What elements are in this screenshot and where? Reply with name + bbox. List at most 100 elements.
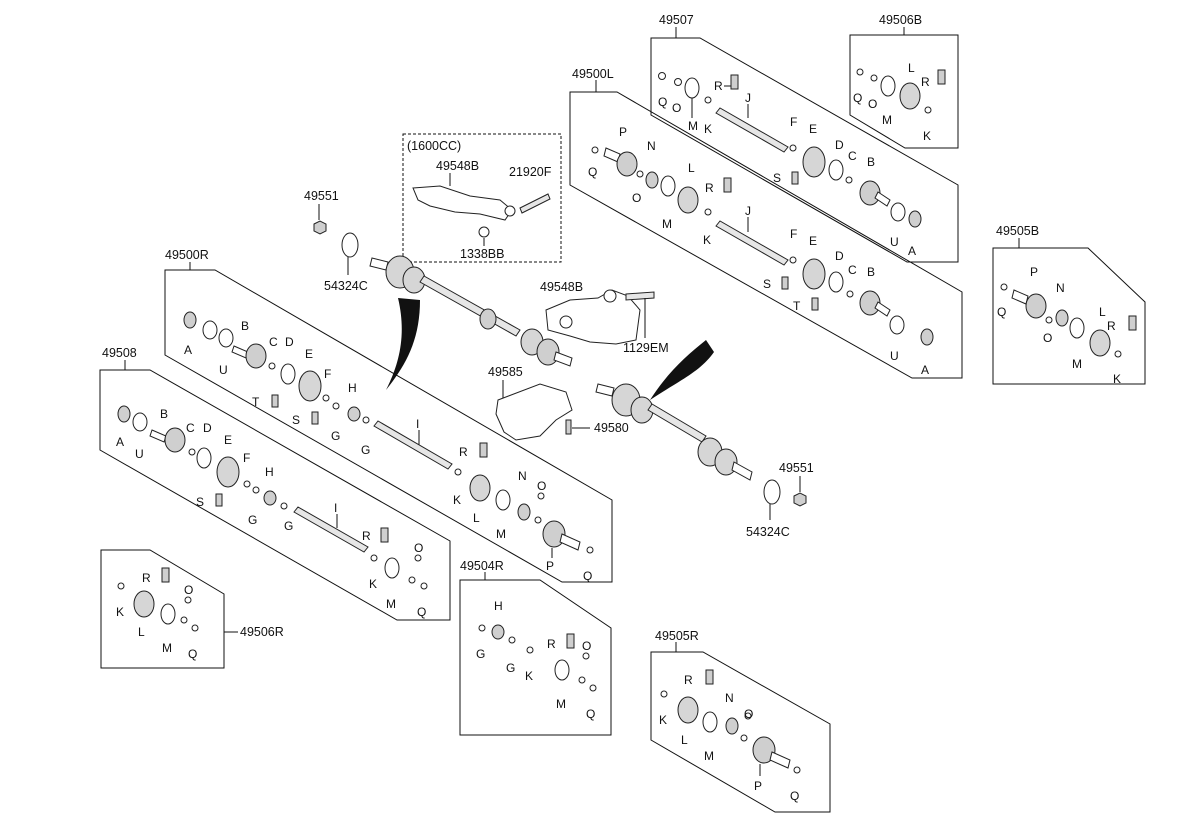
- label-k: K: [369, 577, 377, 591]
- label-r: R: [459, 445, 468, 459]
- label-j: J: [745, 91, 751, 105]
- label-k: K: [923, 129, 931, 143]
- label-g: G: [248, 513, 257, 527]
- nut-49551-left: [313, 220, 327, 235]
- group-label-49507: 49507: [659, 13, 694, 27]
- group-49506B: 49506B Q O M L R K: [849, 13, 959, 149]
- label-54324C-right: 54324C: [746, 525, 790, 539]
- label-h: H: [348, 381, 357, 395]
- group-49507: 49507 Q O M K R J F E D C S B U A: [650, 13, 959, 263]
- label-o: O: [632, 191, 641, 205]
- label-q: Q: [658, 95, 667, 109]
- label-s: S: [773, 171, 781, 185]
- label-p: P: [546, 559, 554, 573]
- label-d: D: [285, 335, 294, 349]
- label-d: D: [203, 421, 212, 435]
- part-e-boot: [802, 146, 826, 178]
- bracket-49548B: [412, 185, 513, 221]
- label-g: G: [331, 429, 340, 443]
- ring-54324C-left: [341, 232, 359, 258]
- label-g2: G: [506, 661, 515, 675]
- group-49500L: 49500L Q P N O M L R K J F E D C S T B: [569, 67, 963, 379]
- label-l: L: [908, 61, 915, 75]
- label-r: R: [705, 181, 714, 195]
- label-b: B: [867, 155, 875, 169]
- part-m: [684, 77, 700, 99]
- label-n: N: [518, 469, 527, 483]
- group-frame: [650, 37, 959, 263]
- label-a: A: [921, 363, 929, 377]
- cc-note: (1600CC): [407, 139, 461, 153]
- label-f: F: [243, 451, 250, 465]
- group-frame: [992, 247, 1146, 385]
- label-l: L: [681, 733, 688, 747]
- label-f: F: [324, 367, 331, 381]
- label-49580: 49580: [594, 421, 629, 435]
- group-frame: [650, 651, 831, 813]
- part-j-shaft: [715, 107, 789, 153]
- label-o: O: [184, 583, 193, 597]
- part-p-joint: [616, 151, 638, 177]
- label-a: A: [116, 435, 124, 449]
- label-k: K: [116, 605, 124, 619]
- label-u: U: [890, 349, 899, 363]
- bracket-49585: [495, 383, 573, 441]
- label-21920F: 21920F: [509, 165, 552, 179]
- label-h: H: [494, 599, 503, 613]
- label-q: Q: [997, 305, 1006, 319]
- label-49551-left: 49551: [304, 189, 339, 203]
- group-frame: [100, 549, 225, 669]
- bearing-bracket: 49548B 1129EM: [540, 280, 669, 355]
- label-49551-right: 49551: [779, 461, 814, 475]
- label-q: Q: [790, 789, 799, 803]
- group-frame: [849, 34, 959, 149]
- label-r: R: [362, 529, 371, 543]
- label-k: K: [525, 669, 533, 683]
- label-f: F: [790, 227, 797, 241]
- label-c: C: [186, 421, 195, 435]
- shaft-spline: [369, 257, 389, 271]
- label-f: F: [790, 115, 797, 129]
- label-o: O: [744, 707, 753, 721]
- label-p: P: [754, 779, 762, 793]
- label-k: K: [453, 493, 461, 507]
- group-label-49508: 49508: [102, 346, 137, 360]
- group-49505R: 49505R R K L M N O P Q: [650, 629, 831, 813]
- label-k: K: [1113, 372, 1121, 386]
- label-r: R: [684, 673, 693, 687]
- label-r: R: [714, 79, 723, 93]
- part-q: [658, 72, 666, 80]
- label-i: I: [416, 417, 419, 431]
- label-u: U: [219, 363, 228, 377]
- bolt-49580: [565, 419, 572, 435]
- label-a: A: [908, 244, 916, 258]
- label-n: N: [725, 691, 734, 705]
- pointer-wedge-right: [650, 340, 714, 400]
- label-i: I: [334, 501, 337, 515]
- group-label-49500R: 49500R: [165, 248, 209, 262]
- label-r: R: [547, 637, 556, 651]
- label-g2: G: [361, 443, 370, 457]
- bolt-1129EM: [625, 291, 655, 301]
- label-m: M: [704, 749, 714, 763]
- part-l-boot: [899, 82, 921, 110]
- label-o: O: [868, 97, 877, 111]
- label-m: M: [556, 697, 566, 711]
- label-54324C-left: 54324C: [324, 279, 368, 293]
- label-m: M: [1072, 357, 1082, 371]
- group-frame: [459, 579, 612, 736]
- label-1129EM: 1129EM: [623, 341, 669, 355]
- label-p: P: [619, 125, 627, 139]
- label-n: N: [1056, 281, 1065, 295]
- label-k: K: [703, 233, 711, 247]
- label-c: C: [848, 149, 857, 163]
- label-o: O: [582, 639, 591, 653]
- label-q: Q: [588, 165, 597, 179]
- group-49504R: 49504R H G G R K M O Q: [459, 559, 612, 736]
- part-r: [730, 74, 739, 90]
- label-o: O: [414, 541, 423, 555]
- label-s: S: [196, 495, 204, 509]
- label-h: H: [265, 465, 274, 479]
- group-49508: 49508 A U B C D E F S G H G I R K M O: [99, 346, 451, 621]
